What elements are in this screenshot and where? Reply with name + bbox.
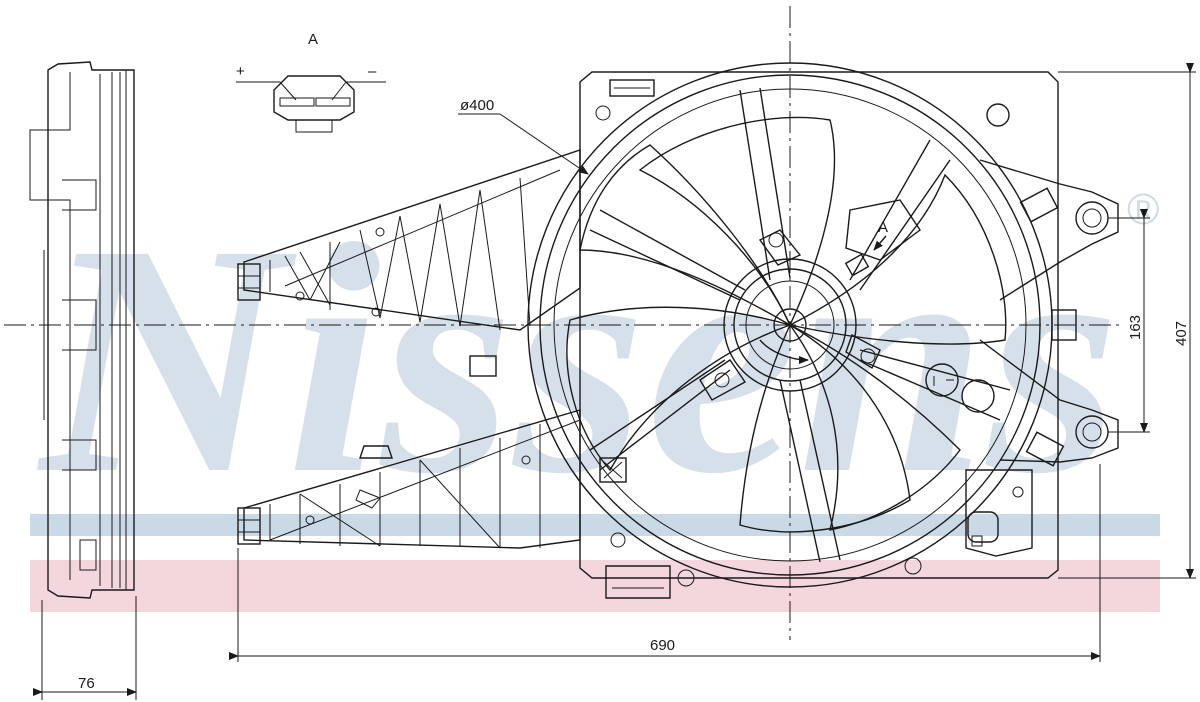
- mount-spacing-dimension: 163: [1127, 315, 1144, 340]
- width-dimension: 690: [650, 637, 675, 654]
- rotation-direction-arrow: [759, 339, 809, 364]
- detail-label: A: [308, 31, 318, 48]
- side-view: [29, 61, 135, 599]
- connector-detail: A + –: [236, 31, 386, 133]
- view-arrow-label: A: [878, 219, 888, 236]
- watermark-brand-text: Nissens: [35, 177, 1120, 542]
- fan-blades: [566, 116, 1007, 533]
- plus-terminal-label: +: [236, 63, 245, 80]
- diameter-dimension: ø400: [460, 97, 494, 114]
- watermark-band-blue: [30, 514, 1160, 536]
- watermark-band-pink: [30, 560, 1160, 612]
- center-lines: [4, 6, 1122, 640]
- minus-terminal-label: –: [368, 63, 377, 80]
- registered-mark: ®: [1127, 185, 1159, 234]
- shroud: [237, 71, 1119, 599]
- depth-dimension: 76: [78, 675, 95, 692]
- watermark: Nissens ®: [30, 177, 1160, 612]
- height-dimension: 407: [1173, 321, 1190, 346]
- dimensions: ø400 76 690 407 163: [33, 63, 1196, 700]
